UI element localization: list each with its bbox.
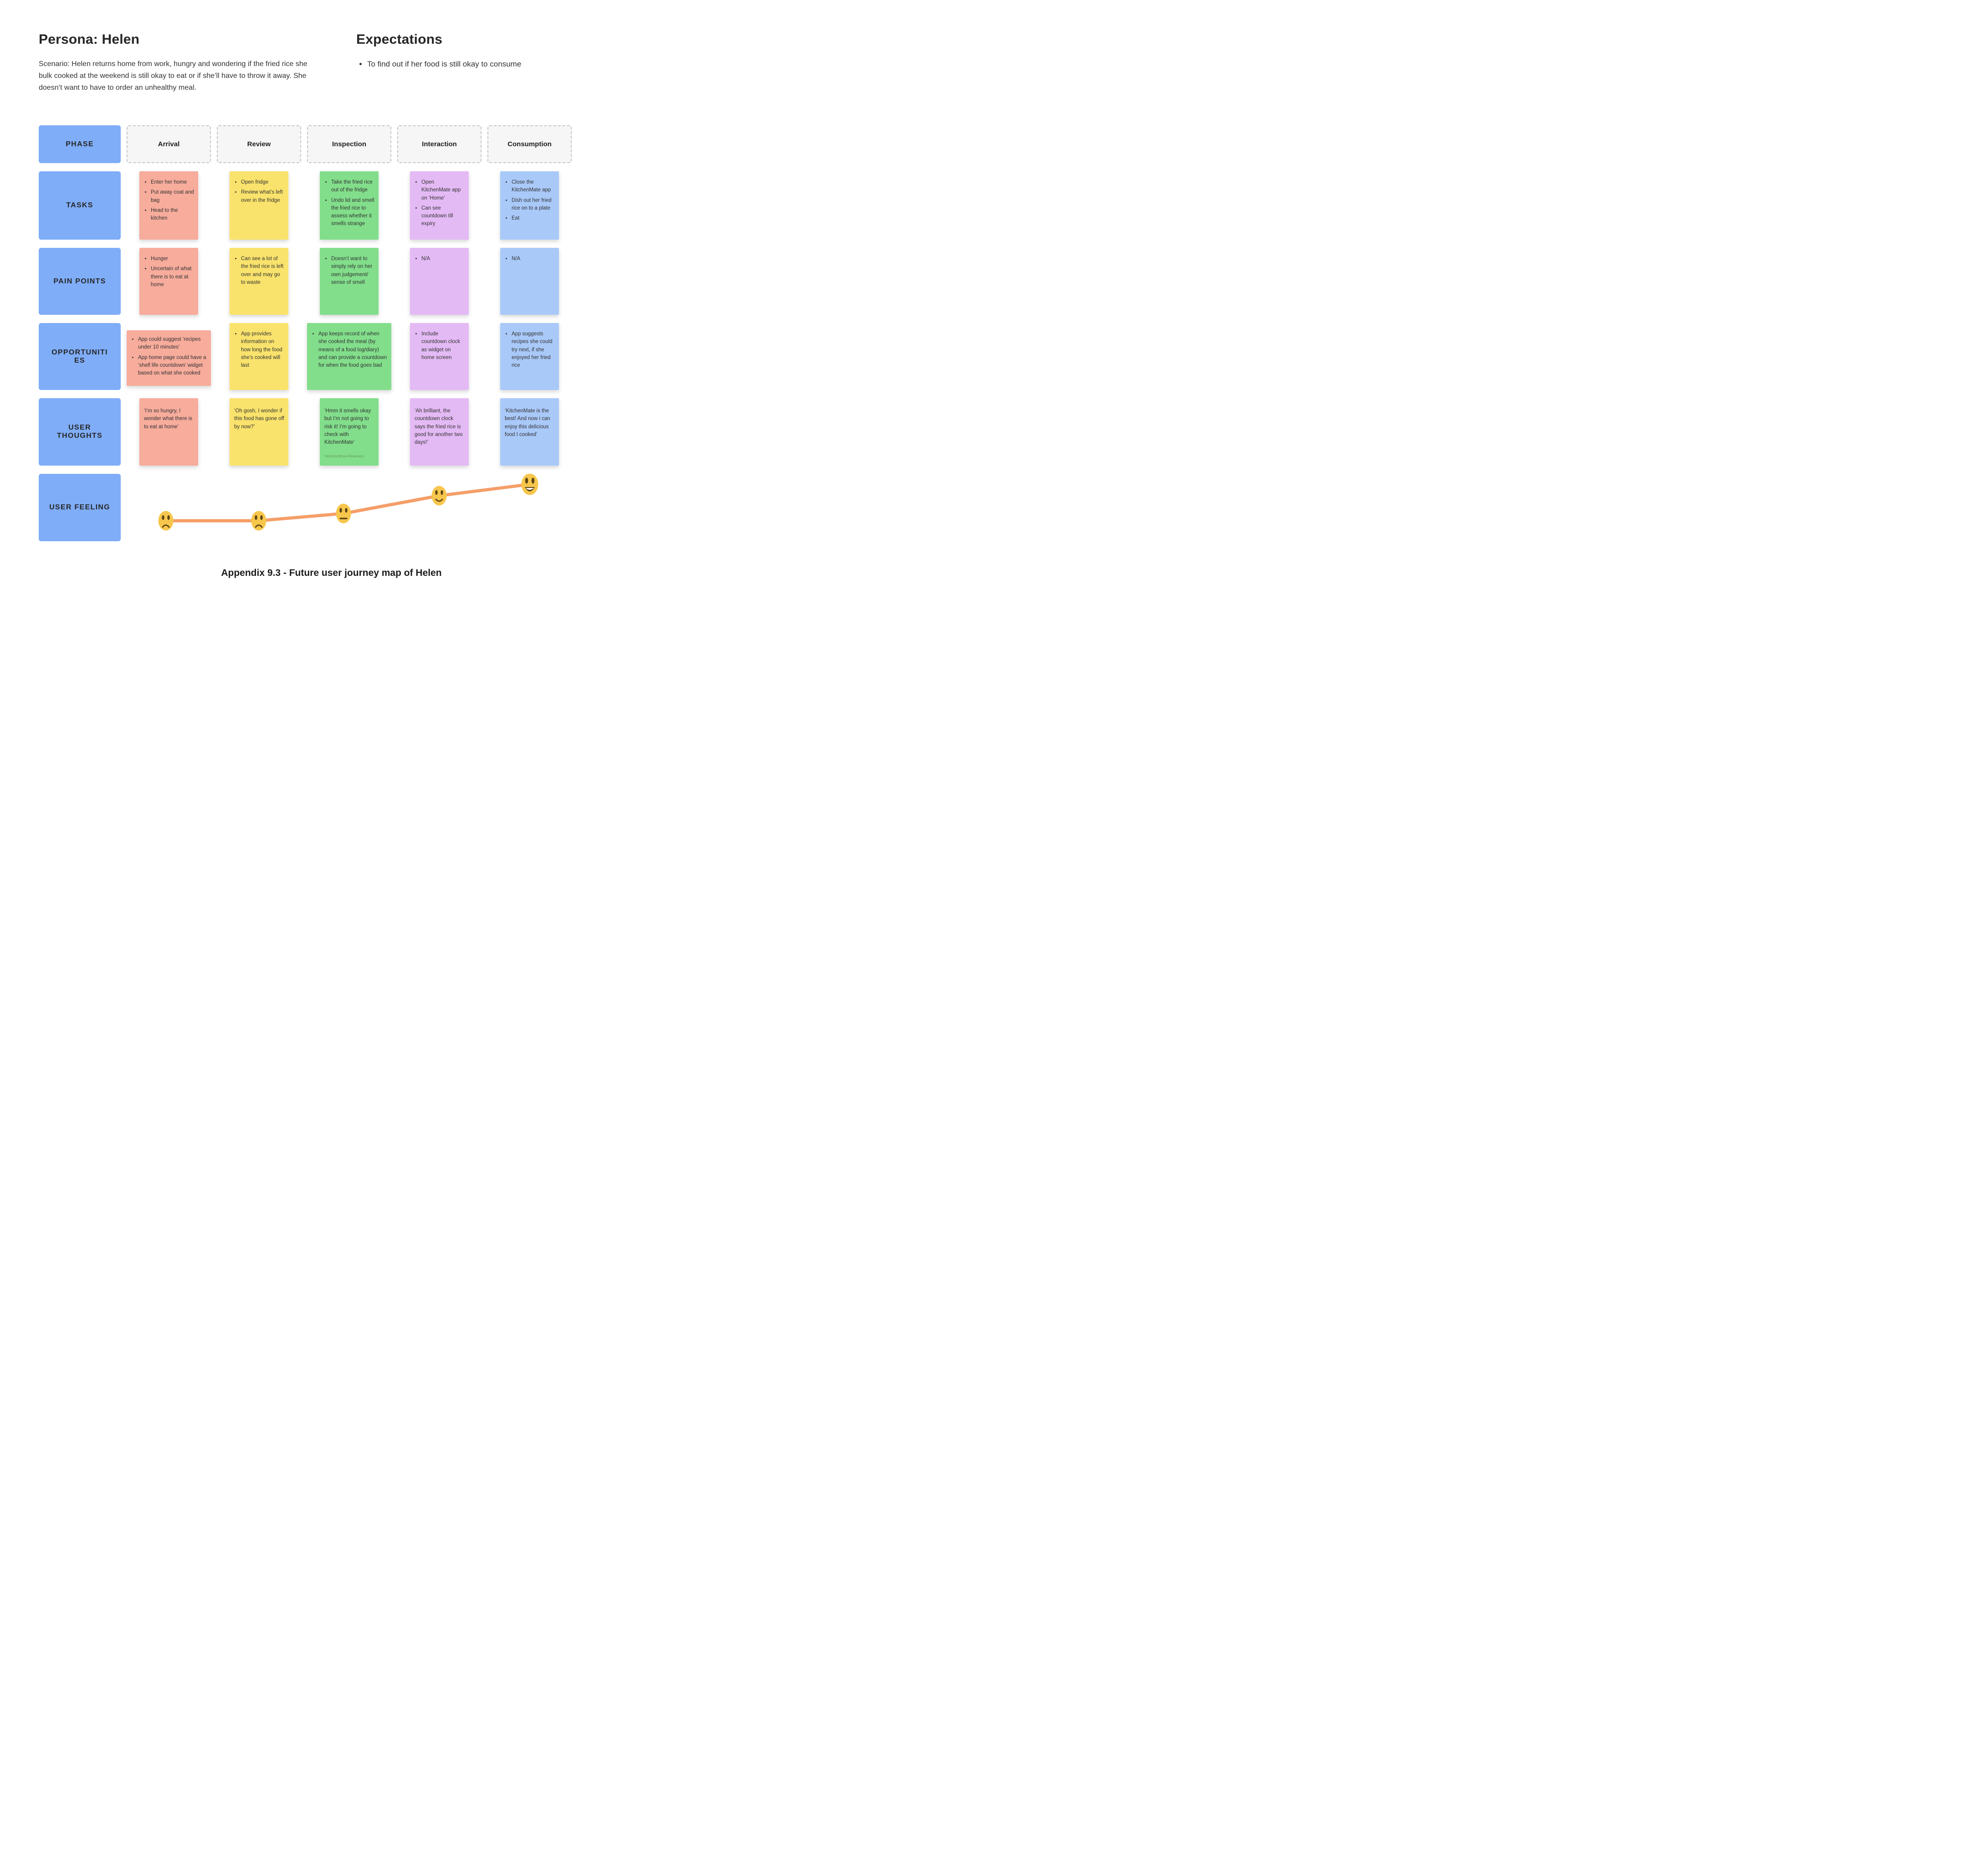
tasks-note-arrival: Enter her home Put away coat and bag Hea… (139, 171, 198, 240)
list-item: Undo lid and smell the fried rice to ass… (331, 197, 374, 228)
expectations-list: To find out if her food is still okay to… (356, 58, 593, 70)
pain-note-interaction: N/A (410, 248, 469, 315)
pain-note-inspection: Doesn’t want to simply rely on her own j… (320, 248, 379, 315)
opportunities-note-arrival: App could suggest ‘recipes under 10 minu… (127, 330, 211, 386)
row-label-user-feeling: USER FEELING (39, 474, 121, 541)
phase-column-consumption: Consumption (487, 125, 572, 163)
list-item: N/A (421, 255, 465, 263)
journey-grid: PHASE Arrival Review Inspection Interact… (39, 125, 572, 541)
row-label-user-thoughts: USER THOUGHTS (39, 398, 121, 466)
list-item: Take the fried rice out of the fridge (331, 179, 374, 195)
opportunities-note-consumption: App suggests recipes she could try next,… (500, 323, 559, 390)
user-feeling-chart (127, 474, 572, 541)
phase-column-interaction: Interaction (397, 125, 482, 163)
list-item: Close the KitchenMate app (512, 179, 555, 195)
opportunities-note-interaction: Include countdown clock as widget on hom… (410, 323, 469, 390)
feeling-line-chart (158, 474, 538, 531)
thought-note-inspection: ‘Hmm it smells okay but I’m not going to… (320, 398, 379, 466)
list-item: Put away coat and bag (151, 189, 194, 205)
list-item: App keeps record of when she cooked the … (318, 330, 387, 369)
list-item: Can see a lot of the fried rice is left … (241, 255, 284, 287)
phase-column-arrival: Arrival (127, 125, 211, 163)
author-credit: Victoria Brew-Riverson (324, 454, 364, 459)
persona-scenario: Scenario: Helen returns home from work, … (39, 60, 307, 92)
thought-note-interaction: ‘Ah brilliant, the countdown clock says … (410, 398, 469, 466)
list-item: Can see countdown till expiry (421, 205, 465, 228)
phase-column-review: Review (217, 125, 301, 163)
list-item: Dish out her fried rice on to a plate (512, 197, 555, 213)
tasks-note-review: Open fridge Review what’s left over in t… (230, 171, 288, 240)
row-label-opportunities: OPPORTUNITIES (39, 323, 121, 390)
row-label-tasks: TASKS (39, 171, 121, 240)
pain-note-arrival: Hunger Uncertain of what there is to eat… (139, 248, 198, 315)
list-item: Doesn’t want to simply rely on her own j… (331, 255, 374, 287)
thought-note-consumption: ‘KitchenMate is the best! And now i can … (500, 398, 559, 466)
neutral-face-icon (336, 503, 351, 523)
list-item: App home page could have a ‘shelf life c… (138, 354, 207, 378)
quote-text: ‘KitchenMate is the best! And now i can … (505, 408, 550, 437)
list-item: App provides information on how long the… (241, 330, 284, 369)
pain-note-consumption: N/A (500, 248, 559, 315)
list-item: Include countdown clock as widget on hom… (421, 330, 465, 362)
smile-face-icon (431, 486, 447, 506)
grin-face-icon (521, 474, 538, 495)
quote-text: ‘Oh gosh, I wonder if this food has gone… (234, 408, 284, 430)
opportunities-note-review: App provides information on how long the… (230, 323, 288, 390)
quote-text: ‘I’m so hungry, I wonder what there is t… (144, 408, 193, 430)
phase-column-inspection: Inspection (307, 125, 391, 163)
list-item: Eat (512, 215, 555, 222)
persona-section: Persona: Helen Scenario: Helen returns h… (39, 32, 317, 94)
list-item: Review what’s left over in the fridge (241, 189, 284, 205)
tasks-note-inspection: Take the fried rice out of the fridge Un… (320, 171, 379, 240)
thought-note-review: ‘Oh gosh, I wonder if this food has gone… (230, 398, 288, 466)
list-item: N/A (512, 255, 555, 263)
sad-face-icon (158, 511, 174, 531)
list-item: Open KitchenMate app on ‘Home’ (421, 179, 465, 202)
expectations-title: Expectations (356, 32, 443, 47)
opportunities-note-inspection: App keeps record of when she cooked the … (307, 323, 391, 390)
quote-text: ‘Ah brilliant, the countdown clock says … (415, 408, 463, 445)
sad-face-icon (251, 511, 266, 531)
list-item: Head to the kitchen (151, 207, 194, 223)
list-item: App suggests recipes she could try next,… (512, 330, 555, 369)
list-item: Enter her home (151, 179, 194, 186)
thought-note-arrival: ‘I’m so hungry, I wonder what there is t… (139, 398, 198, 466)
list-item: Hunger (151, 255, 194, 263)
list-item: App could suggest ‘recipes under 10 minu… (138, 336, 207, 352)
expectation-item: To find out if her food is still okay to… (367, 58, 593, 70)
figure-caption: Appendix 9.3 - Future user journey map o… (221, 568, 442, 578)
user-journey-map: Persona: Helen Scenario: Helen returns h… (0, 0, 663, 624)
expectations-section: Expectations To find out if her food is … (356, 32, 593, 70)
row-label-pain-points: PAIN POINTS (39, 248, 121, 315)
quote-text: ‘Hmm it smells okay but I’m not going to… (324, 408, 371, 445)
tasks-note-consumption: Close the KitchenMate app Dish out her f… (500, 171, 559, 240)
tasks-note-interaction: Open KitchenMate app on ‘Home’ Can see c… (410, 171, 469, 240)
pain-note-review: Can see a lot of the fried rice is left … (230, 248, 288, 315)
list-item: Open fridge (241, 179, 284, 186)
list-item: Uncertain of what there is to eat at hom… (151, 265, 194, 289)
row-label-phase: PHASE (39, 125, 121, 163)
persona-title: Persona: Helen (39, 32, 140, 47)
